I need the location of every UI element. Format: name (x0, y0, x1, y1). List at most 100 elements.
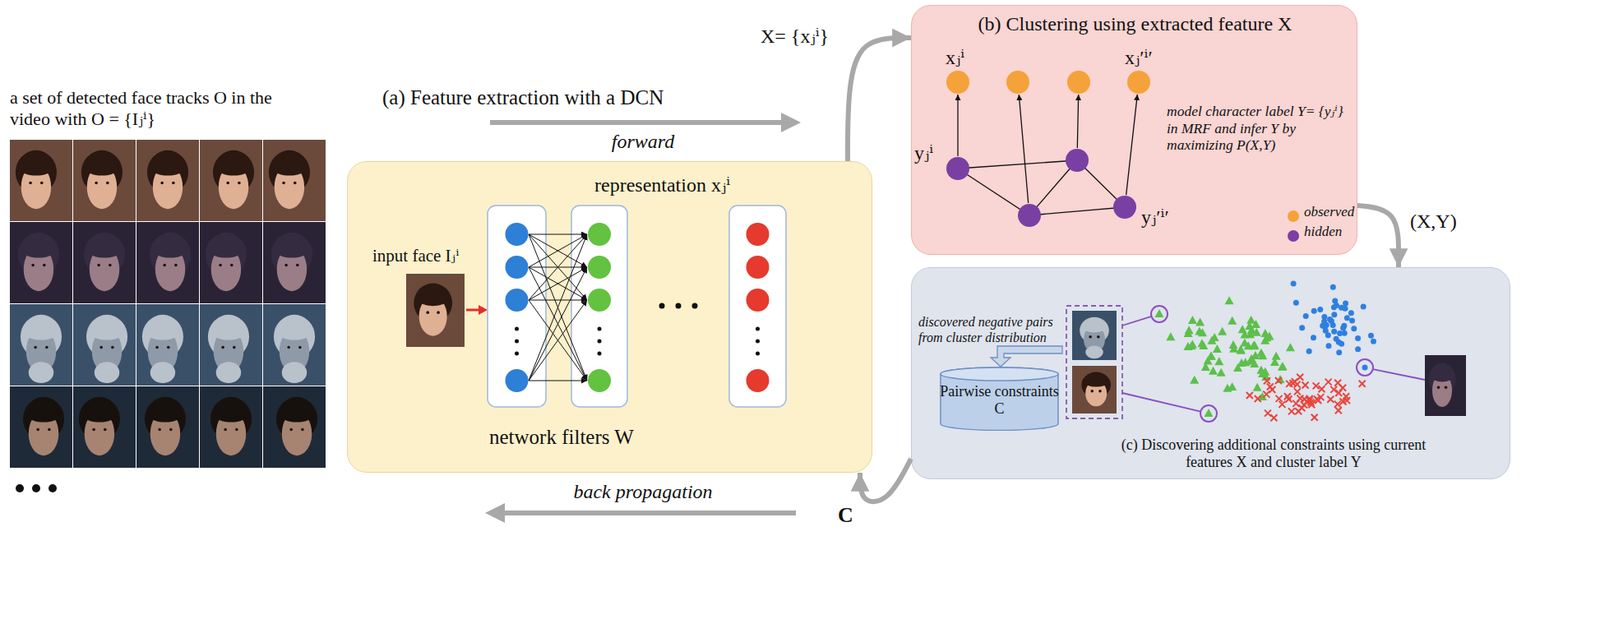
observed-node (946, 70, 970, 94)
photo-ground (9, 221, 73, 304)
weight-arrow (528, 234, 588, 236)
observed-node (1127, 70, 1151, 94)
neuron (746, 255, 770, 279)
cluster-point (1321, 314, 1328, 320)
cluster-point (1229, 340, 1239, 349)
mrf-edge (957, 160, 1078, 169)
cluster-point (1331, 311, 1337, 318)
photo-eye (1098, 389, 1102, 394)
photo-eye (155, 346, 159, 350)
variable-label: xⱼⁱ (945, 46, 965, 70)
photo-ground (263, 221, 326, 304)
cluster-point (1275, 377, 1282, 384)
cluster-point (1292, 400, 1300, 407)
photo-eye (45, 346, 49, 350)
cluster-point (1278, 361, 1288, 370)
cluster-point (1208, 366, 1218, 375)
photo-eye (293, 181, 297, 185)
cluster-point (1338, 341, 1345, 347)
forward-arrowhead (781, 112, 801, 133)
photo-ground (9, 386, 73, 468)
photo-eye (92, 428, 96, 432)
cluster-point (1344, 314, 1351, 321)
photo-ground (9, 304, 73, 386)
photo-eye (237, 181, 241, 185)
observed-node (1006, 70, 1030, 94)
variable-label: xⱼ′ⁱ′ (1124, 46, 1153, 70)
face-track-grid (9, 139, 326, 468)
connector-label: C (835, 503, 856, 529)
cluster-point (1253, 383, 1263, 392)
stage-title: (a) Feature extraction with a DCN (382, 85, 664, 111)
cluster-point (1336, 330, 1343, 337)
cluster-point (1342, 300, 1349, 306)
cluster-point (1338, 305, 1345, 311)
cluster-point (1325, 379, 1332, 386)
photo-fringe (212, 325, 246, 341)
photo-eye (42, 263, 47, 268)
photo-eye (162, 263, 167, 268)
cluster-point (1188, 315, 1198, 324)
layer-frame (487, 205, 546, 407)
photo-fringe (27, 407, 61, 423)
photo-eye (1444, 385, 1448, 389)
photo-eye (110, 346, 115, 350)
cluster-point (1322, 328, 1329, 334)
photo-fringe (1082, 323, 1106, 333)
cluster-point (1354, 346, 1361, 352)
photo-beard (1085, 346, 1104, 360)
continuation-dot (48, 484, 57, 493)
photo-eye (99, 346, 103, 350)
cluster-point (1333, 336, 1340, 343)
neuron (505, 288, 529, 312)
cluster-point (1246, 356, 1256, 366)
layer-ellipsis-dot (659, 303, 666, 310)
cluster-point (1264, 410, 1272, 417)
cluster-point (1260, 336, 1270, 345)
cluster-point (1349, 317, 1355, 324)
cluster-point (1257, 351, 1268, 360)
ellipsis-dot (755, 327, 760, 332)
photo-ground (9, 139, 73, 222)
photo-eye (40, 181, 44, 185)
filters-label: network filters W (489, 425, 634, 450)
cluster-point (1311, 414, 1318, 421)
hidden-node (1065, 148, 1089, 172)
photo-eye (425, 310, 430, 315)
ellipsis-dot (514, 339, 519, 344)
photo-ground (73, 221, 136, 304)
photo-eye (1088, 335, 1092, 339)
ellipsis-dot (597, 339, 602, 344)
photo-eye (298, 346, 302, 350)
cluster-point (1285, 342, 1295, 352)
cluster-point (1189, 375, 1199, 384)
photo-ground (199, 139, 263, 222)
cluster-point (1248, 341, 1258, 350)
cluster-point (1323, 322, 1330, 329)
neuron (587, 222, 611, 246)
photo-eye (221, 346, 225, 350)
cluster-point (1194, 326, 1204, 335)
cluster-point (1342, 393, 1350, 400)
leader-line (1122, 316, 1152, 326)
neuron (505, 369, 529, 393)
ellipsis-dot (514, 351, 519, 357)
ellipsis-dot (597, 351, 602, 357)
cluster-point (1354, 335, 1361, 342)
photo-eye (94, 181, 98, 185)
cluster-point (1276, 395, 1283, 403)
photo-eye (218, 263, 222, 268)
photo-eye (47, 428, 51, 432)
photo-ground (73, 386, 136, 468)
box-heading: (b) Clustering using extracted feature X (911, 12, 1359, 36)
cluster-point (1306, 348, 1313, 355)
photo-fringe (275, 243, 309, 259)
photo-eye (36, 428, 40, 432)
flow-connector (1357, 205, 1399, 268)
emission-arrow (1018, 94, 1028, 204)
cluster-point (1288, 407, 1295, 415)
photo-beard (28, 361, 54, 384)
cluster-point (1216, 368, 1226, 377)
emission-arrow (957, 94, 958, 157)
weight-arrow (528, 380, 588, 382)
